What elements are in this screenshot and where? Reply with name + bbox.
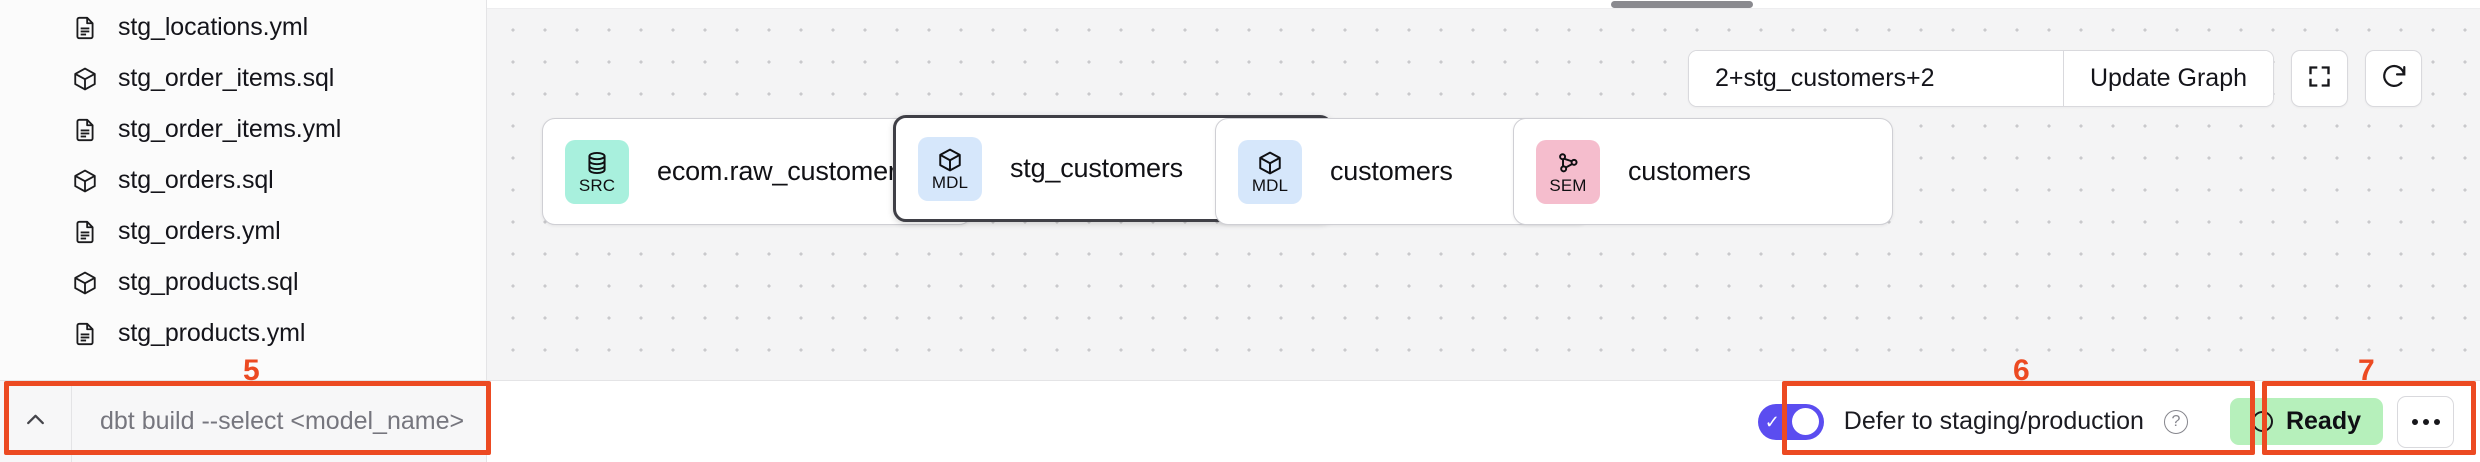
defer-toggle[interactable]: ✓	[1757, 403, 1824, 440]
file-name-label: stg_order_items.sql	[118, 64, 335, 92]
fullscreen-icon	[2306, 63, 2333, 95]
status-group: Ready	[2212, 395, 2454, 448]
network-icon	[1555, 150, 1581, 176]
file-list-item[interactable]: stg_order_items.yml	[0, 104, 486, 155]
graph-toolbar: Update Graph	[1687, 50, 2422, 107]
yaml-file-icon	[72, 219, 98, 245]
refresh-button[interactable]	[2365, 50, 2422, 107]
node-badge-label: SEM	[1549, 175, 1587, 195]
main-content-area: stg_locations.yml stg_order_items.sql stg_…	[0, 0, 2480, 380]
node-badge-mdl: MDL	[1238, 139, 1302, 204]
graph-selector-group: Update Graph	[1687, 50, 2274, 107]
file-name-label: stg_products.sql	[118, 268, 299, 296]
file-list-item[interactable]: stg_products.sql	[0, 257, 486, 308]
more-options-button[interactable]	[2397, 395, 2454, 448]
graph-selector-input[interactable]	[1688, 51, 2063, 106]
dbt-command-input[interactable]	[72, 381, 486, 462]
cube-icon	[937, 147, 963, 173]
lineage-node-label: stg_customers	[1010, 153, 1183, 183]
scrollbar-thumb[interactable]	[1611, 1, 1753, 8]
kebab-menu-icon	[2422, 418, 2429, 425]
defer-label: Defer to staging/production	[1843, 407, 2144, 435]
lineage-node-label: customers	[1628, 156, 1751, 186]
chevron-up-icon	[22, 406, 49, 438]
model-cube-icon	[72, 66, 98, 92]
file-list-item[interactable]: stg_locations.yml	[0, 2, 486, 53]
file-list-item[interactable]: stg_orders.sql	[0, 155, 486, 206]
command-bar	[0, 381, 487, 462]
toolbar-divider	[2062, 51, 2064, 106]
status-badge[interactable]: Ready	[2229, 398, 2383, 445]
file-name-label: stg_orders.yml	[118, 217, 281, 245]
toggle-knob	[1791, 408, 1819, 435]
defer-toggle-group: ✓ Defer to staging/production ?	[1740, 381, 2212, 462]
node-badge-label: MDL	[1251, 175, 1289, 195]
file-name-label: stg_products.yml	[118, 319, 306, 347]
model-cube-icon	[72, 168, 98, 194]
file-name-label: stg_locations.yml	[118, 13, 309, 41]
file-list-item[interactable]: stg_orders.yml	[0, 206, 486, 257]
canvas-horizontal-scrollbar[interactable]	[487, 0, 2480, 9]
yaml-file-icon	[72, 15, 98, 41]
lineage-node-sem-customers[interactable]: SEM customers	[1513, 118, 1893, 225]
fullscreen-button[interactable]	[2291, 50, 2348, 107]
status-label: Ready	[2285, 407, 2361, 435]
file-explorer-sidebar[interactable]: stg_locations.yml stg_order_items.sql stg_…	[0, 0, 487, 380]
database-icon	[584, 150, 610, 176]
node-badge-label: SRC	[578, 175, 616, 195]
bottom-bar-right: ✓ Defer to staging/production ? Ready	[487, 381, 2480, 462]
help-circle-icon[interactable]: ?	[2163, 409, 2188, 434]
node-badge-src: SRC	[565, 139, 629, 204]
file-list-item[interactable]: stg_order_items.sql	[0, 53, 486, 104]
lineage-graph-canvas[interactable]: Update Graph	[487, 0, 2480, 380]
kebab-menu-icon	[2411, 418, 2418, 425]
cube-icon	[1257, 150, 1283, 176]
file-list-item[interactable]: stg_products.yml	[0, 308, 486, 359]
refresh-icon	[2380, 62, 2408, 95]
lineage-node-label: customers	[1330, 156, 1453, 186]
command-bar-collapse-button[interactable]	[0, 381, 72, 462]
model-cube-icon	[72, 270, 98, 296]
file-name-label: stg_orders.sql	[118, 166, 274, 194]
lineage-node-label: ecom.raw_customers	[657, 156, 910, 186]
node-badge-label: MDL	[931, 172, 969, 192]
yaml-file-icon	[72, 321, 98, 347]
file-name-label: stg_order_items.yml	[118, 115, 342, 143]
bottom-bar: ✓ Defer to staging/production ? Ready	[0, 380, 2480, 462]
yaml-file-icon	[72, 117, 98, 143]
node-badge-mdl: MDL	[918, 136, 982, 201]
file-list: stg_locations.yml stg_order_items.sql stg_…	[0, 2, 486, 359]
node-badge-sem: SEM	[1536, 139, 1600, 204]
kebab-menu-icon	[2433, 418, 2440, 425]
update-graph-button[interactable]: Update Graph	[2063, 51, 2273, 106]
check-icon: ✓	[1764, 411, 1780, 432]
circle-icon	[2251, 411, 2273, 432]
